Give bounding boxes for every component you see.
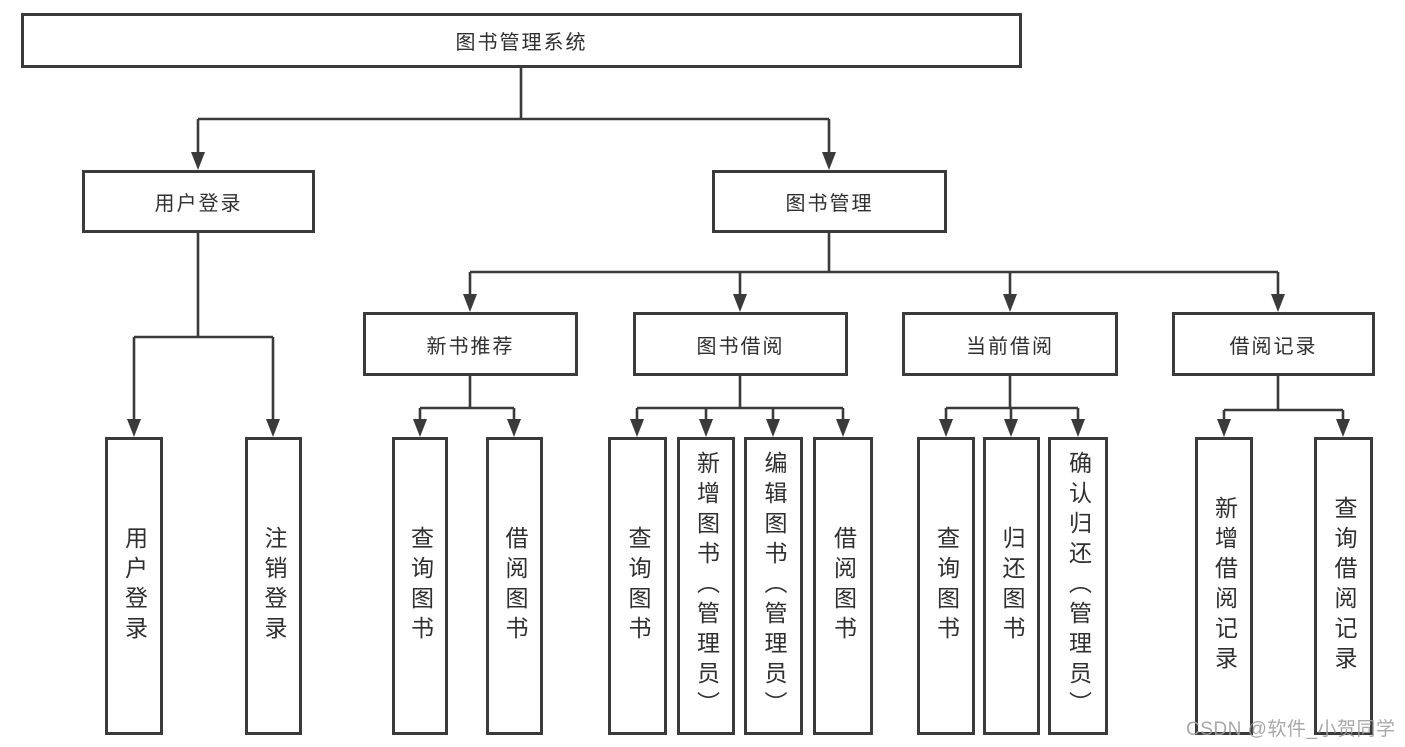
leaf-logout: 注销登录: [245, 437, 302, 735]
node-label: 图书管理: [785, 193, 874, 215]
leaf-return-books: 归还图书: [983, 437, 1040, 735]
node-label: 用户登录: [154, 193, 243, 215]
node-new-book-recommend: 新书推荐: [363, 312, 578, 376]
arrowhead-icons: [127, 152, 1350, 437]
leaf-label: 查询图书: [933, 526, 960, 646]
node-label: 图书借阅: [696, 335, 785, 358]
node-label: 借阅记录: [1229, 335, 1318, 358]
leaf-query-borrow-record: 查询借阅记录: [1314, 437, 1373, 735]
node-label: 新书推荐: [426, 335, 515, 358]
leaf-query-books-current: 查询图书: [917, 437, 975, 735]
leaf-label: 查询图书: [625, 526, 651, 646]
leaf-label: 确认归还（管理员）: [1065, 451, 1092, 721]
leaf-query-books-recommend: 查询图书: [392, 437, 448, 735]
watermark: CSDN @软件_小贺同学: [1186, 719, 1396, 740]
node-root-label: 图书管理系统: [455, 32, 588, 54]
leaf-label: 注销登录: [261, 526, 287, 646]
node-label: 当前借阅: [966, 335, 1054, 358]
leaf-label: 归还图书: [999, 526, 1025, 646]
leaf-label: 查询图书: [407, 526, 434, 646]
leaf-add-books-admin: 新增图书（管理员）: [677, 437, 735, 735]
node-user-login: 用户登录: [82, 170, 315, 233]
node-root: 图书管理系统: [21, 13, 1022, 68]
leaf-add-borrow-record: 新增借阅记录: [1195, 437, 1253, 735]
leaf-label: 查询借阅记录: [1331, 496, 1357, 676]
node-current-borrow: 当前借阅: [902, 312, 1118, 376]
node-book-management: 图书管理: [712, 170, 947, 233]
leaf-label: 编辑图书（管理员）: [761, 451, 787, 721]
leaf-label: 用户登录: [121, 526, 148, 646]
leaf-label: 新增借阅记录: [1211, 496, 1238, 676]
leaf-label: 新增图书（管理员）: [693, 451, 720, 721]
leaf-user-login: 用户登录: [105, 437, 163, 735]
leaf-label: 借阅图书: [830, 526, 857, 646]
leaf-borrow-books-recommend: 借阅图书: [486, 437, 543, 735]
leaf-borrow-books: 借阅图书: [813, 437, 873, 735]
node-book-borrow: 图书借阅: [633, 312, 848, 376]
leaf-query-books: 查询图书: [608, 437, 667, 735]
node-borrow-records: 借阅记录: [1172, 312, 1375, 376]
leaf-edit-books-admin: 编辑图书（管理员）: [744, 437, 803, 735]
leaf-confirm-return-admin: 确认归还（管理员）: [1048, 437, 1108, 735]
leaf-label: 借阅图书: [502, 526, 528, 646]
